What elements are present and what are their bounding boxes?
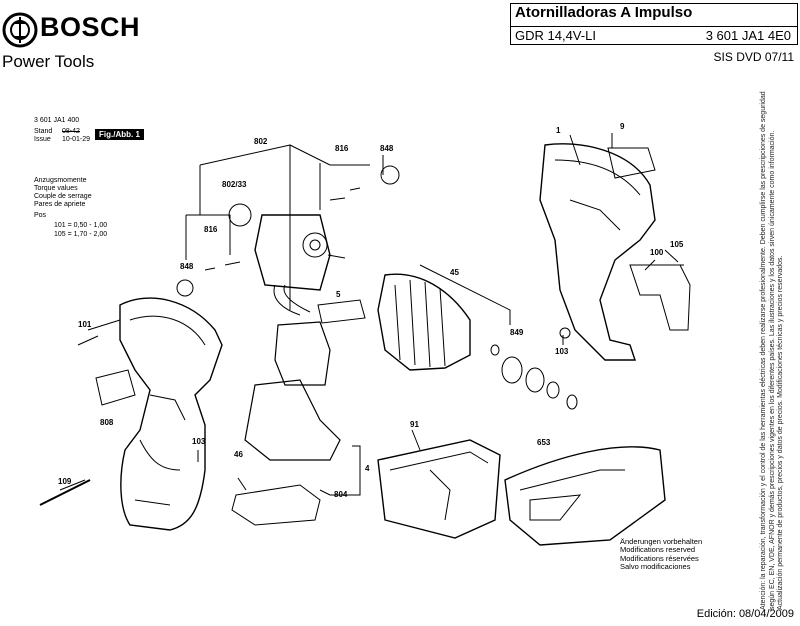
part-label-91: 91 — [410, 420, 419, 429]
disclaimer-text: Atención: la reparación, transformación … — [760, 91, 784, 610]
sis-version: SIS DVD 07/11 — [713, 50, 794, 64]
part-label-4: 4 — [365, 464, 370, 473]
note-es: Salvo modificaciones — [620, 562, 691, 572]
part-label-5: 5 — [336, 290, 341, 299]
torque-value-101: 101 = 0,50 - 1,00 — [54, 222, 108, 229]
part-label-103: 103 — [555, 347, 569, 356]
part-label-848: 848 — [380, 144, 394, 153]
part-label-1: 1 — [556, 126, 561, 135]
part-label-802-33: 802/33 — [222, 180, 247, 189]
modification-notes: Änderungen vorbehalten Modifications res… — [620, 537, 703, 572]
part-label-9: 9 — [620, 122, 625, 131]
part-label-849: 849 — [510, 328, 524, 337]
part-label-804: 804 — [334, 490, 348, 499]
note-en: Modifications reserved — [620, 545, 696, 555]
page-title: Atornilladoras A Impulso — [515, 4, 693, 21]
figure-label: Fig./Abb. 1 — [95, 129, 144, 140]
part-label-103-lower: 103 — [192, 437, 206, 446]
part-label-816-lower: 816 — [204, 225, 218, 234]
brand-name: BOSCH — [40, 12, 141, 42]
torque-title: Anzugsmomente — [34, 177, 87, 184]
part-label-109: 109 — [58, 477, 72, 486]
brand-tagline: Power Tools — [2, 52, 95, 71]
part-label-45: 45 — [450, 268, 459, 277]
part-label-653: 653 — [537, 438, 551, 447]
part-label-808: 808 — [100, 418, 114, 427]
issue-label: Issue — [34, 136, 51, 143]
note-fr: Modifications réservées — [620, 553, 699, 563]
part-label-100: 100 — [650, 248, 664, 257]
title-divider — [511, 26, 797, 27]
torque-title-fr: Couple de serrage — [34, 193, 92, 200]
edition-date: Edición: 08/04/2009 — [696, 608, 794, 620]
stand-label: Stand — [34, 128, 53, 135]
drawing-number: 3 601 JA1 400 — [34, 117, 80, 124]
part-label-101: 101 — [78, 320, 92, 329]
part-label-816: 816 — [335, 144, 349, 153]
torque-pos: Pos — [34, 212, 47, 219]
part-label-802: 802 — [254, 137, 268, 146]
stand-value: 08-42 — [62, 128, 80, 135]
torque-title-es: Pares de apriete — [34, 201, 86, 208]
torque-title-en: Torque values — [34, 185, 78, 192]
issue-value: 10-01-29 — [62, 136, 91, 143]
torque-value-105: 105 = 1,70 - 2,00 — [54, 231, 108, 238]
model-name: GDR 14,4V-LI — [515, 28, 596, 43]
disclaimer-panel: Atención: la reparación, transformación … — [754, 90, 790, 610]
part-label-848-lower: 848 — [180, 262, 194, 271]
title-box: Atornilladoras A Impulso GDR 14,4V-LI 3 … — [510, 3, 798, 45]
part-label-46: 46 — [234, 450, 243, 459]
part-label-105: 105 — [670, 240, 684, 249]
note-de: Änderungen vorbehalten — [620, 537, 703, 546]
part-number: 3 601 JA1 4E0 — [705, 28, 791, 43]
